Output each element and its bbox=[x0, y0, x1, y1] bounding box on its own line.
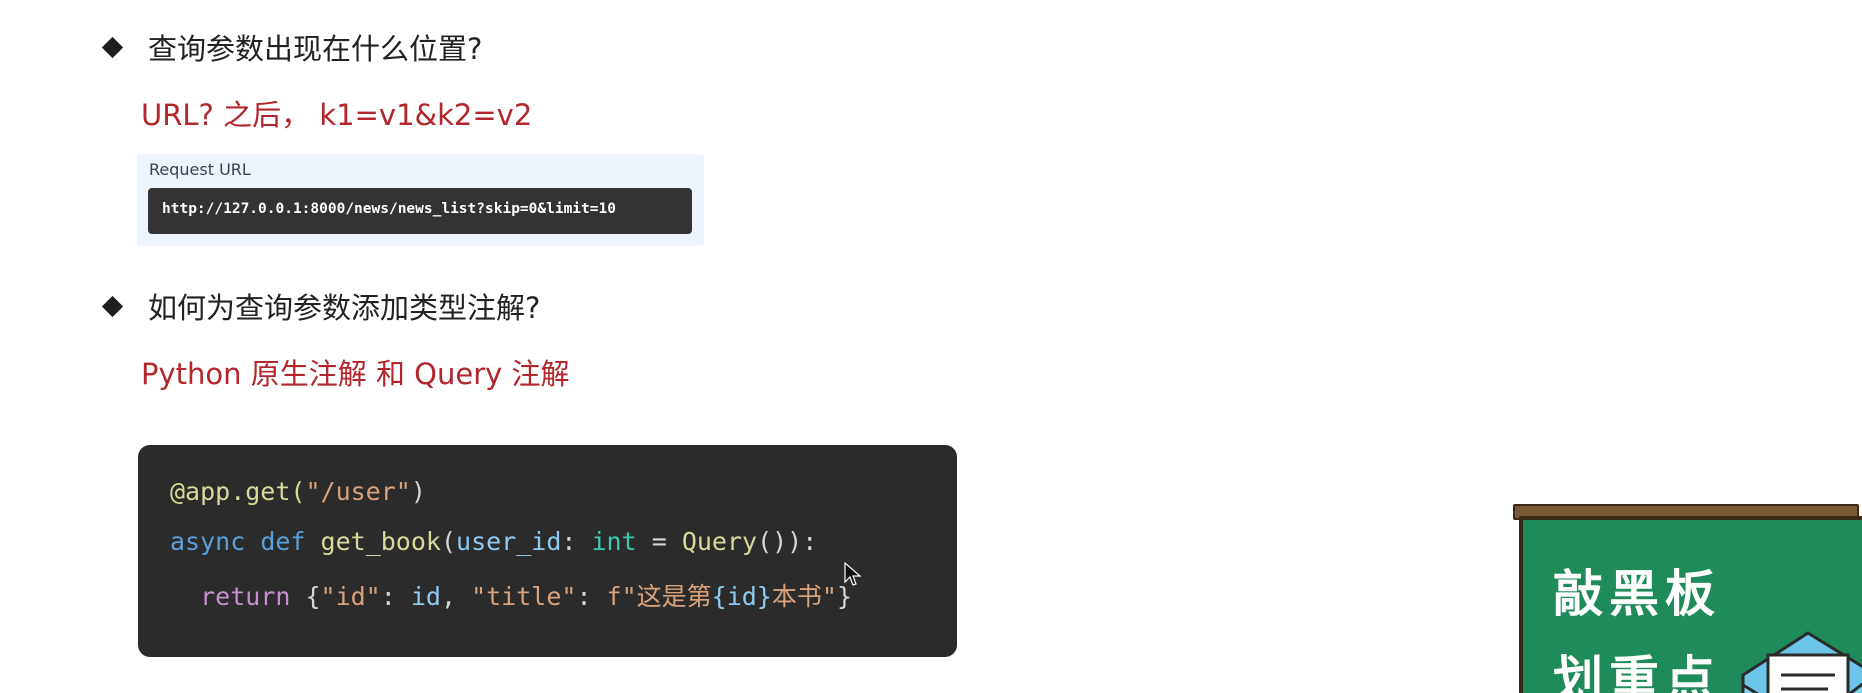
bullet-question-2: 如何为查询参数添加类型注解? bbox=[100, 285, 540, 327]
blackboard-sticker: 敲黑板 划重点 bbox=[1513, 504, 1862, 693]
blackboard-board: 敲黑板 划重点 bbox=[1519, 516, 1862, 693]
code-line-3: return {"id": id, "title": f"这是第{id}本书"} bbox=[170, 577, 852, 613]
question-1-text: 查询参数出现在什么位置? bbox=[148, 32, 483, 66]
code-keyword-async: async bbox=[170, 527, 246, 556]
code-punct: ( bbox=[440, 527, 457, 556]
code-string: "title" bbox=[471, 582, 577, 611]
code-variable: id bbox=[410, 582, 441, 611]
code-keyword-return: return bbox=[200, 582, 291, 611]
answer-2-text: Python 原生注解 和 Query 注解 bbox=[141, 357, 570, 391]
request-url-box: http://127.0.0.1:8000/news/news_list?ski… bbox=[148, 188, 692, 234]
code-punct: : bbox=[380, 582, 411, 611]
code-keyword-def: def bbox=[260, 527, 306, 556]
blackboard-line-1: 敲黑板 bbox=[1553, 565, 1721, 623]
code-fstring-suffix: 本书" bbox=[771, 582, 837, 611]
code-punct: } bbox=[836, 582, 852, 611]
code-query-call: Query bbox=[681, 527, 758, 556]
code-type: int bbox=[591, 527, 637, 556]
code-fstring-expr: {id} bbox=[711, 582, 772, 611]
code-function-name: get_book bbox=[320, 527, 441, 556]
code-punct: ()): bbox=[757, 527, 818, 556]
code-block: @app.get("/user") async def get_book(use… bbox=[138, 445, 957, 657]
code-decorator: @app.get( bbox=[170, 477, 306, 506]
bullet-question-1: 查询参数出现在什么位置? bbox=[100, 26, 482, 68]
code-punct: : bbox=[576, 582, 607, 611]
code-punct: = bbox=[636, 527, 682, 556]
code-punct: ) bbox=[410, 477, 426, 506]
code-fstring-prefix: f"这是第 bbox=[606, 582, 712, 611]
request-url-value: http://127.0.0.1:8000/news/news_list?ski… bbox=[162, 201, 616, 217]
answer-1-text: URL? 之后， k1=v1&k2=v2 bbox=[141, 98, 533, 132]
question-2-text: 如何为查询参数添加类型注解? bbox=[148, 291, 541, 325]
code-string: "/user" bbox=[305, 477, 411, 506]
code-punct: { bbox=[290, 582, 321, 611]
code-param: user_id bbox=[456, 527, 562, 556]
envelope-icon bbox=[1741, 631, 1862, 693]
request-url-label: Request URL bbox=[149, 160, 251, 179]
code-string: "id" bbox=[320, 582, 381, 611]
code-punct: : bbox=[561, 527, 592, 556]
request-url-panel: Request URL http://127.0.0.1:8000/news/n… bbox=[137, 154, 704, 246]
blackboard-line-2: 划重点 bbox=[1553, 651, 1721, 693]
code-line-2: async def get_book(user_id: int = Query(… bbox=[170, 527, 817, 556]
diamond-bullet-icon bbox=[101, 36, 124, 58]
mouse-cursor-icon bbox=[844, 562, 862, 586]
code-line-1: @app.get("/user") bbox=[170, 477, 426, 506]
code-punct: , bbox=[440, 582, 472, 611]
diamond-bullet-icon bbox=[101, 295, 124, 317]
